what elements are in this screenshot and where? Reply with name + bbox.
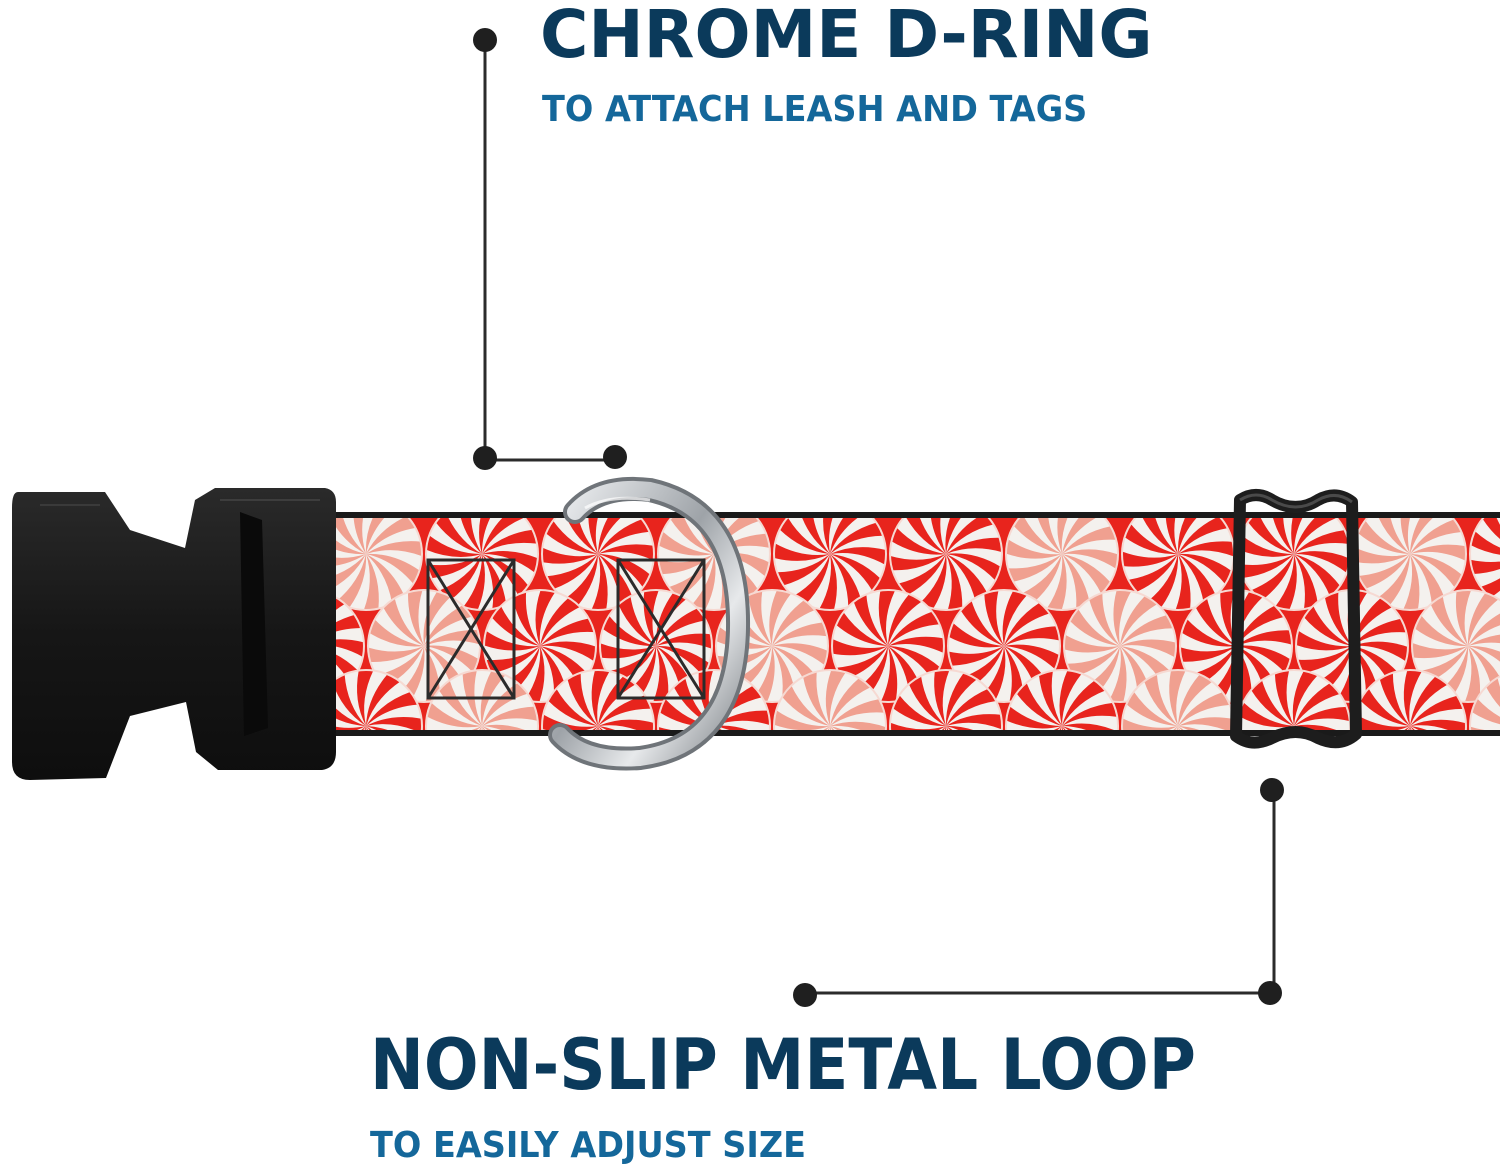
- peppermint-candy: [773, 518, 887, 611]
- peppermint-candy: [1121, 518, 1235, 611]
- peppermint-candy: [889, 518, 1003, 611]
- peppermint-candy: [367, 589, 481, 703]
- metal-loop-icon: [1230, 489, 1362, 749]
- peppermint-candy: [773, 669, 887, 730]
- peppermint-candy: [599, 589, 713, 703]
- peppermint-candy: [483, 589, 597, 703]
- d-ring-subtitle: TO ATTACH LEASH AND TAGS: [542, 89, 1088, 130]
- stitch-box-right: [616, 558, 706, 700]
- metal-loop-leader: [793, 778, 1284, 1007]
- peppermint-candy: [309, 669, 423, 730]
- d-ring-icon: [548, 476, 751, 771]
- peppermint-candy: [1353, 669, 1467, 730]
- d-ring-leader: [473, 28, 627, 470]
- peppermint-candy: [1121, 669, 1235, 730]
- peppermint-candy: [541, 518, 655, 611]
- peppermint-pattern: [260, 518, 1500, 730]
- peppermint-candy: [1005, 669, 1119, 730]
- collar-strap: [255, 512, 1500, 736]
- peppermint-candy: [1005, 518, 1119, 611]
- peppermint-candy: [947, 589, 1061, 703]
- peppermint-candy: [889, 669, 1003, 730]
- peppermint-candy: [1237, 518, 1351, 611]
- peppermint-candy: [831, 589, 945, 703]
- metal-loop-title: NON-SLIP METAL LOOP: [370, 1024, 1197, 1106]
- peppermint-candy: [309, 518, 423, 611]
- peppermint-candy: [425, 669, 539, 730]
- stitch-box-left: [426, 558, 516, 700]
- buckle-icon: [12, 488, 336, 780]
- metal-loop-subtitle: TO EASILY ADJUST SIZE: [370, 1125, 806, 1166]
- peppermint-candy: [425, 518, 539, 611]
- peppermint-candy: [1353, 518, 1467, 611]
- peppermint-candy: [1469, 675, 1500, 730]
- d-ring-title: CHROME D-RING: [540, 0, 1153, 73]
